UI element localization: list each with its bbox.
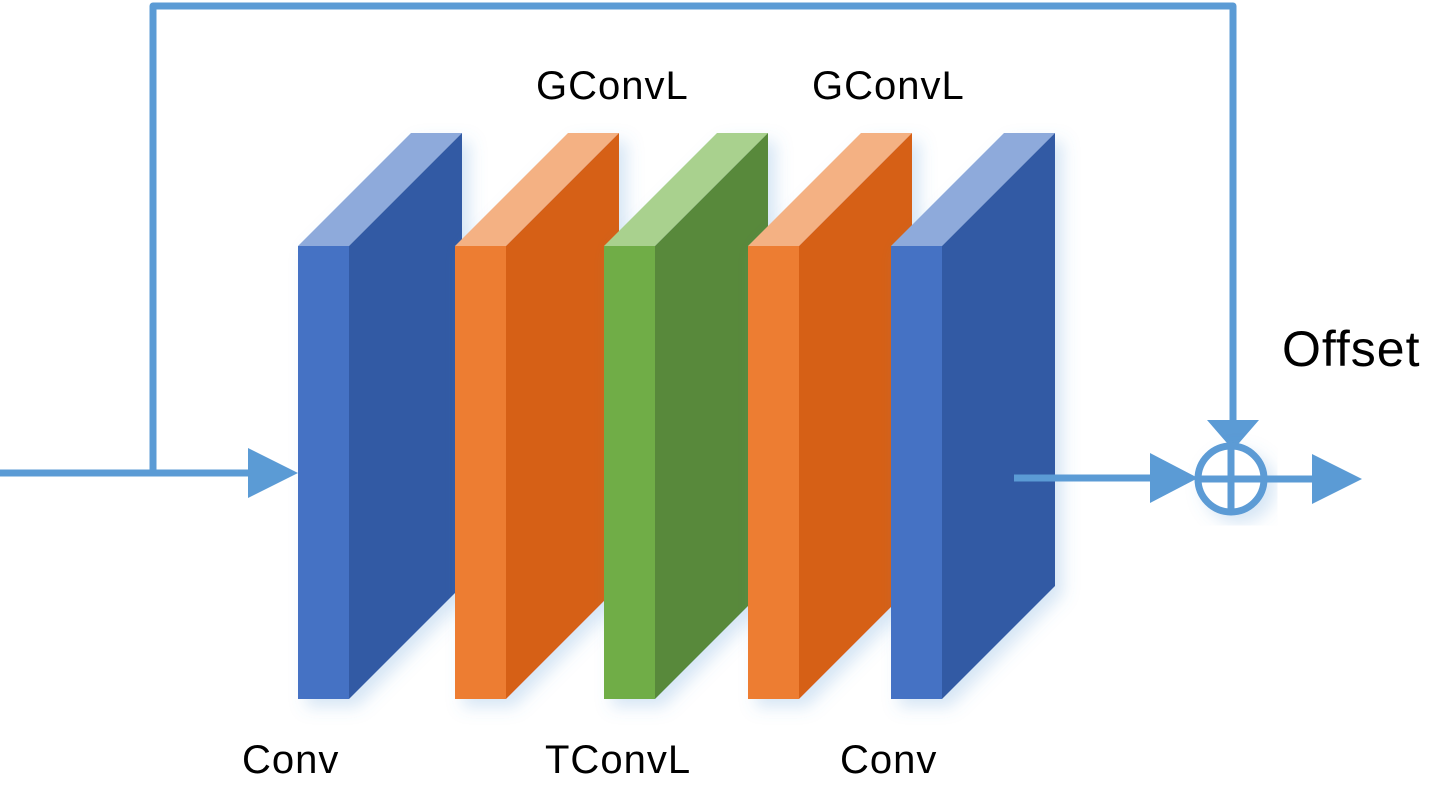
gconvl-block-second-side: [799, 133, 912, 699]
final-output-arrowhead: [1312, 454, 1362, 504]
conv-block-first-front: [298, 246, 349, 699]
tconvl-block: [604, 133, 768, 699]
conv-block-first: [298, 133, 462, 699]
gconvl-block-first-top: [455, 133, 619, 246]
conv-block-last-side: [942, 133, 1055, 699]
block-output-arrowhead: [1150, 453, 1198, 503]
tconvl-block-side: [655, 133, 768, 699]
tconvl-block-top: [604, 133, 768, 246]
conv-last-label: Conv: [840, 738, 938, 782]
tconvl-label: TConvL: [545, 738, 692, 782]
gconvl-block-second-top: [748, 133, 912, 246]
gconvl-block-second: [748, 133, 912, 699]
conv-block-last-front: [891, 246, 942, 699]
conv-block-first-top: [298, 133, 462, 246]
gconvl-block-first: [455, 133, 619, 699]
skip-connection-arrowhead: [1207, 420, 1259, 450]
skip-connection-line: [149, 2, 1237, 470]
gconvl-block-first-front: [455, 246, 506, 699]
conv-first-label: Conv: [242, 738, 340, 782]
gconvl-second-label: GConvL: [812, 64, 965, 108]
input-arrowhead: [248, 448, 298, 498]
gconvl-first-label: GConvL: [536, 64, 689, 108]
conv-block-first-side: [349, 133, 462, 699]
offset-label: Offset: [1282, 321, 1421, 377]
sum-operator-icon: [1194, 442, 1268, 516]
tconvl-block-front: [604, 246, 655, 699]
conv-block-last-top: [891, 133, 1055, 246]
conv-block-last: [891, 133, 1055, 699]
gconvl-block-first-side: [506, 133, 619, 699]
gconvl-block-second-front: [748, 246, 799, 699]
